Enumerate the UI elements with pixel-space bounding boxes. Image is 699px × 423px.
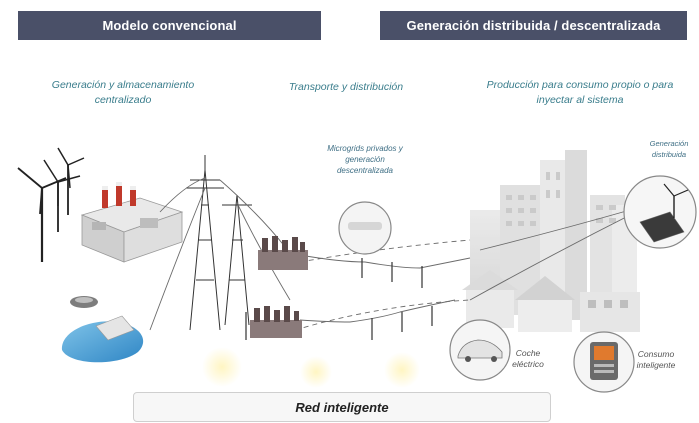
caption-distributed-generation: Generación distribuida	[649, 139, 689, 159]
caption-microgrids: Microgrids privados y generación descent…	[327, 144, 403, 175]
caption-transport: Transporte y distribución	[288, 81, 404, 93]
city-skyline	[462, 150, 640, 332]
header-distributed-generation: Generación distribuida / descentralizada	[380, 11, 687, 40]
caption-smart-consumption: Consumo inteligente	[636, 349, 676, 370]
smart-consumption-circle	[573, 331, 635, 393]
smart-grid-banner: Red inteligente	[133, 392, 551, 422]
substation-upper	[258, 236, 308, 270]
caption-own-consumption: Producción para consumo propio o para in…	[486, 79, 674, 106]
substation-lower	[245, 306, 302, 340]
caption-central-generation: Generación y almacenamiento centralizado	[51, 79, 195, 106]
header-conventional-model: Modelo convencional	[18, 11, 321, 40]
distributed-generation-circle	[623, 175, 697, 249]
utility-poles	[361, 258, 433, 340]
electric-car-circle	[449, 319, 511, 381]
power-plant	[80, 182, 184, 263]
microgrid-circle	[338, 201, 392, 255]
glow-markers	[202, 347, 420, 388]
caption-electric-car: Coche eléctrico	[512, 348, 544, 369]
smart-grid-label: Red inteligente	[295, 399, 389, 415]
hydro-storage	[61, 296, 144, 363]
transmission-towers	[186, 155, 252, 331]
wind-turbines	[17, 147, 85, 262]
